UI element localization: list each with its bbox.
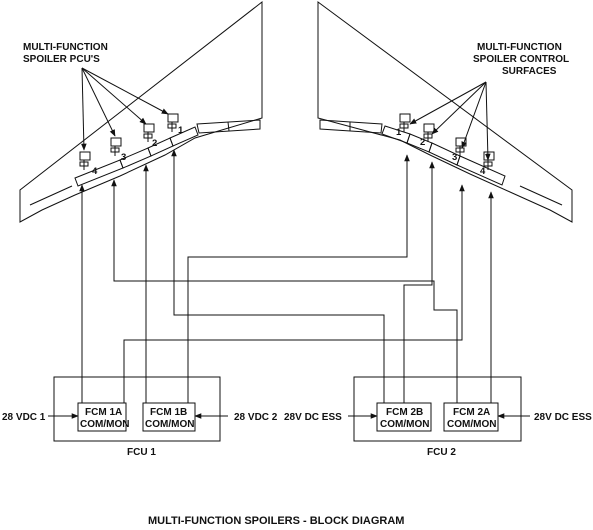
fcm-2a-label: FCM 2A: [453, 407, 490, 418]
fcm-1b-sublabel: COM/MON: [145, 419, 194, 430]
fcm-2b-sublabel: COM/MON: [380, 419, 429, 430]
right-spoiler-number-3: 3: [452, 152, 457, 163]
fcm-1a-sublabel: COM/MON: [80, 419, 129, 430]
diagram-caption: MULTI-FUNCTION SPOILERS - BLOCK DIAGRAM: [148, 515, 404, 527]
left-spoiler-number-3: 3: [121, 152, 126, 163]
left-spoiler-surfaces: [74, 119, 261, 187]
right-wing: 1 2 3 4: [317, 1, 573, 223]
right-spoiler-number-1: 1: [396, 127, 402, 138]
right-callout-line-3: SURFACES: [502, 66, 557, 77]
fcu-2-box: [353, 376, 522, 442]
left-pcu-4: [79, 151, 91, 170]
fcm-2b-label: FCM 2B: [386, 407, 423, 418]
left-spoiler-number-1: 1: [178, 125, 184, 136]
left-callout-leaders: [81, 67, 169, 151]
fcu-1-label: FCU 1: [127, 447, 156, 458]
right-spoiler-number-2: 2: [420, 137, 425, 148]
power-label-fcm-1b: 28 VDC 2: [234, 412, 278, 423]
left-spoiler-number-4: 4: [92, 166, 98, 177]
fcm-2a-sublabel: COM/MON: [447, 419, 496, 430]
left-wing: 4 3 2 1: [19, 0, 263, 223]
right-callout-line-1: MULTI-FUNCTION: [477, 42, 562, 53]
fcu-2-label: FCU 2: [427, 447, 456, 458]
right-spoiler-number-4: 4: [480, 166, 486, 177]
left-callout-line-2: SPOILER PCU'S: [23, 54, 100, 65]
power-label-fcm-2b: 28V DC ESS: [284, 412, 342, 423]
left-pcu-2: [143, 123, 155, 142]
left-spoiler-number-2: 2: [152, 138, 157, 149]
power-label-fcm-1a: 28 VDC 1: [2, 412, 46, 423]
right-spoiler-surfaces: [319, 119, 506, 186]
right-callout-line-2: SPOILER CONTROL: [473, 54, 569, 65]
right-callout-leaders: [409, 81, 491, 161]
signal-lines: [79, 149, 494, 403]
fcm-1b-label: FCM 1B: [150, 407, 187, 418]
left-pcu-3: [110, 137, 122, 156]
fcm-1a-label: FCM 1A: [85, 407, 122, 418]
left-pcu-1: [167, 113, 179, 132]
right-pcu-1: [399, 113, 411, 132]
left-callout-line-1: MULTI-FUNCTION: [23, 42, 108, 53]
power-label-fcm-2a: 28V DC ESS: [534, 412, 592, 423]
fcu-1-box: [53, 376, 221, 442]
